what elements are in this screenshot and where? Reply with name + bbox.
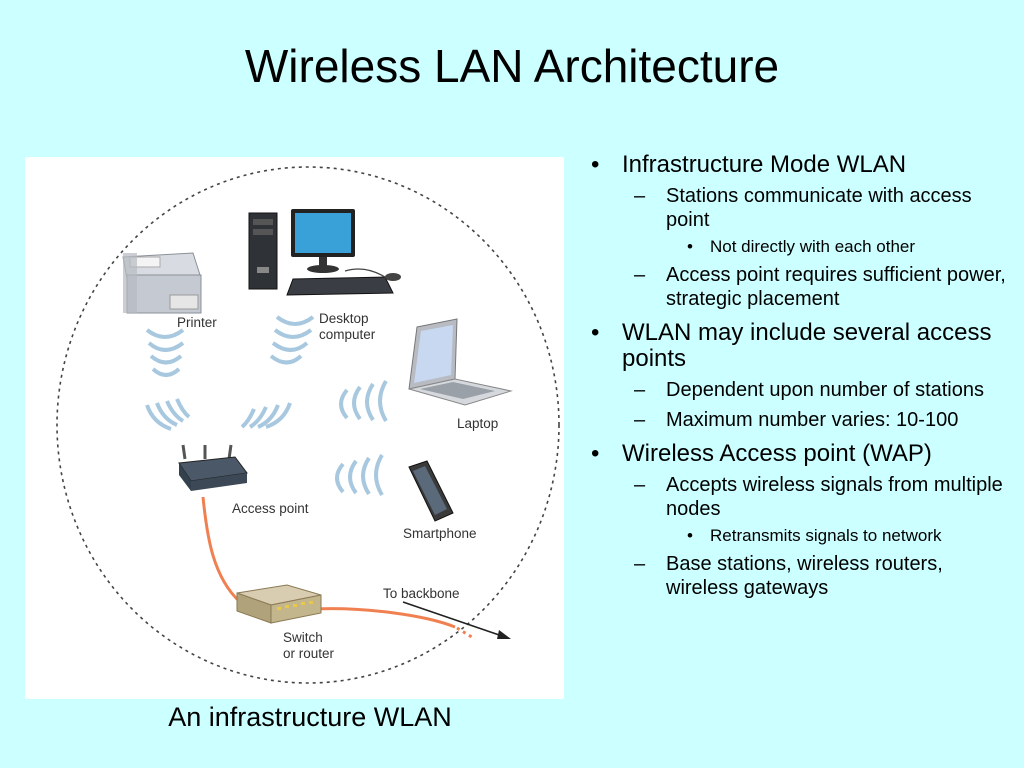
bullet-marker: • bbox=[591, 151, 600, 178]
bullet-marker: – bbox=[634, 379, 646, 401]
backbone-cable bbox=[314, 607, 456, 629]
label-printer: Printer bbox=[177, 315, 217, 330]
desktop-keyboard-icon bbox=[286, 268, 401, 296]
bullet-text: Base stations, wireless routers, wireles… bbox=[666, 553, 943, 599]
label-laptop: Laptop bbox=[457, 416, 499, 431]
label-switch-line2: or router bbox=[283, 646, 335, 661]
desktop-tower-icon bbox=[248, 212, 278, 290]
bullet-text: WLAN may include several access points bbox=[622, 319, 992, 372]
bullet-item: • WLAN may include several access points bbox=[582, 320, 1014, 372]
label-access-point: Access point bbox=[232, 501, 309, 516]
desktop-monitor-icon bbox=[291, 209, 355, 273]
printer-signal-icon bbox=[145, 328, 185, 377]
ap-signal-left-icon bbox=[145, 398, 191, 431]
label-to-backbone: To backbone bbox=[383, 586, 460, 601]
laptop-icon bbox=[408, 318, 513, 406]
bullet-text: Access point requires sufficient power, … bbox=[666, 264, 1006, 310]
label-switch-router: Switch or router bbox=[283, 630, 334, 662]
bullet-text: Infrastructure Mode WLAN bbox=[622, 151, 907, 178]
wlan-diagram: Printer Desktop computer Laptop Access p… bbox=[25, 157, 564, 699]
bullet-marker: – bbox=[634, 474, 646, 496]
bullet-item: –Accepts wireless signals from multiple … bbox=[582, 473, 1014, 521]
bullet-marker: – bbox=[634, 409, 646, 431]
smartphone-signal-icon bbox=[335, 453, 384, 497]
bullet-item: –Stations communicate with access point bbox=[582, 184, 1014, 232]
label-desktop-line2: computer bbox=[319, 327, 376, 342]
bullet-text: Accepts wireless signals from multiple n… bbox=[666, 474, 1003, 520]
wlan-diagram-art bbox=[56, 166, 560, 684]
bullet-marker: • bbox=[591, 319, 600, 346]
figure-caption: An infrastructure WLAN bbox=[168, 702, 452, 732]
access-point-icon bbox=[178, 444, 248, 491]
label-smartphone: Smartphone bbox=[403, 526, 477, 541]
bullet-item: • Wireless Access point (WAP) bbox=[582, 441, 1014, 467]
coverage-boundary bbox=[56, 166, 560, 684]
bullet-item: –Dependent upon number of stations bbox=[582, 378, 1014, 402]
bullet-list: •Infrastructure Mode WLAN –Stations comm… bbox=[582, 143, 1014, 600]
bullet-item: • Retransmits signals to network bbox=[582, 526, 1014, 546]
desktop-signal-icon bbox=[269, 315, 315, 365]
switch-router-icon bbox=[236, 584, 322, 624]
bullet-item: –Maximum number varies: 10-100 bbox=[582, 408, 1014, 432]
label-desktop-line1: Desktop bbox=[319, 311, 369, 326]
ap-signal-right-icon bbox=[240, 402, 292, 429]
label-desktop: Desktop computer bbox=[319, 311, 375, 343]
laptop-signal-icon bbox=[339, 379, 388, 423]
bullet-text: Wireless Access point (WAP) bbox=[622, 440, 932, 467]
bullet-marker: – bbox=[634, 264, 646, 286]
bullet-item: • Infrastructure Mode WLAN bbox=[582, 152, 1014, 178]
bullet-text: Dependent upon number of stations bbox=[666, 379, 984, 401]
label-switch-line1: Switch bbox=[283, 630, 323, 645]
backbone-arrowhead bbox=[497, 630, 511, 639]
bullet-item: –Access point requires sufficient power,… bbox=[582, 263, 1014, 311]
printer-icon bbox=[122, 252, 202, 314]
ap-switch-cable bbox=[201, 496, 242, 604]
bullet-marker: • bbox=[591, 440, 600, 467]
smartphone-icon bbox=[408, 460, 454, 522]
backbone-cable-dotted bbox=[456, 626, 476, 641]
bullet-marker: – bbox=[634, 185, 646, 207]
bullet-text: Stations communicate with access point bbox=[666, 185, 972, 231]
backbone-arrow bbox=[402, 601, 506, 638]
bullet-marker: – bbox=[634, 553, 646, 575]
bullet-item: –Base stations, wireless routers, wirele… bbox=[582, 552, 1014, 600]
bullet-item: • Not directly with each other bbox=[582, 237, 1014, 257]
bullet-text: Maximum number varies: 10-100 bbox=[666, 409, 959, 431]
bullet-text: Retransmits signals to network bbox=[710, 526, 942, 545]
bullet-marker: • bbox=[687, 526, 693, 545]
bullet-text: Not directly with each other bbox=[710, 237, 916, 256]
bullet-marker: • bbox=[687, 237, 693, 256]
slide-title: Wireless LAN Architecture bbox=[244, 40, 780, 92]
